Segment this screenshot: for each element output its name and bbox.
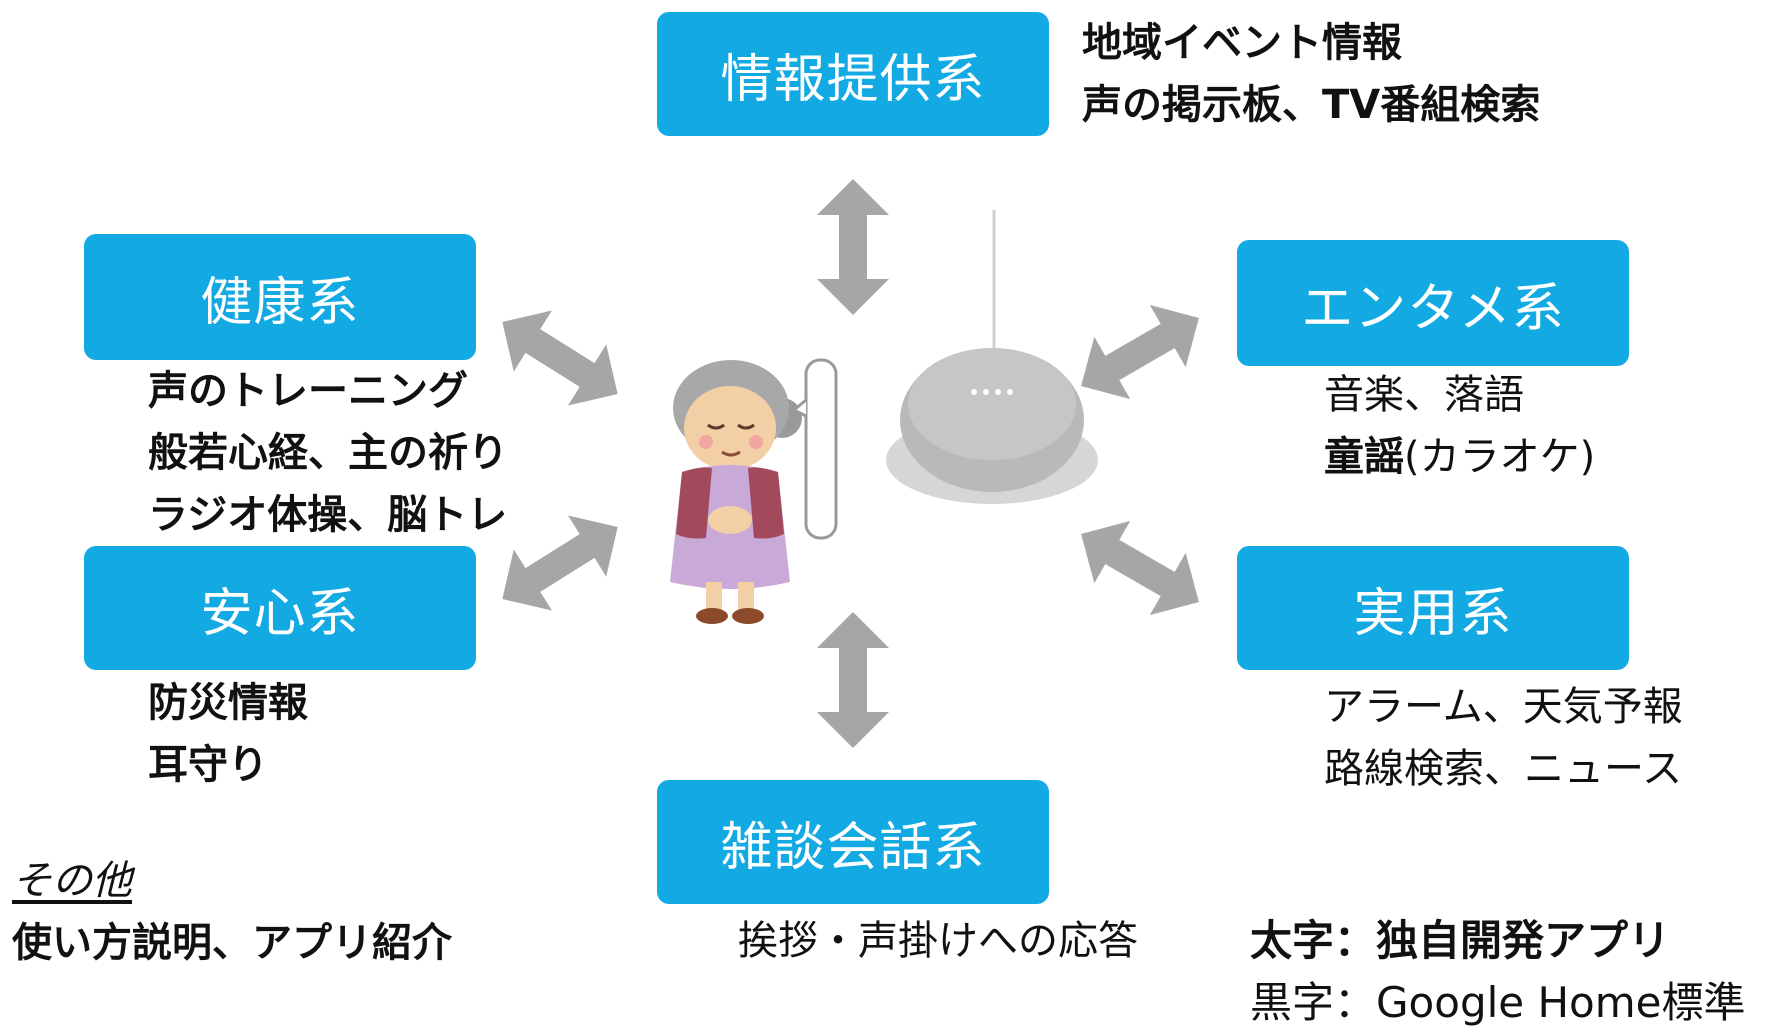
category-chat-label: 雑談会話系 <box>720 817 986 878</box>
legend-bold-line: 太字：独自開発アプリ <box>1250 916 1671 965</box>
health-line-3: ラジオ体操、脳トレ <box>148 492 508 538</box>
info-description: 地域イベント情報 声の掲示板、TV番組検索 <box>1082 12 1540 136</box>
entertainment-line-2-bold: 童謡 <box>1324 434 1404 480</box>
health-line-2: 般若心経、主の祈り <box>148 430 508 476</box>
legend-normal-line: 黒字：Google Home標準 <box>1250 978 1746 1027</box>
category-safety-label: 安心系 <box>200 583 360 644</box>
practical-line-2: 路線検索、ニュース <box>1324 746 1682 792</box>
smart-speaker-illustration <box>886 210 1098 504</box>
arrow-info <box>817 179 889 315</box>
practical-line-1: アラーム、天気予報 <box>1324 684 1683 730</box>
category-info-label: 情報提供系 <box>720 49 986 110</box>
category-health-box: 健康系 <box>84 234 476 360</box>
health-line-1: 声のトレーニング <box>148 368 468 414</box>
category-practical-box: 実用系 <box>1237 546 1629 670</box>
entertainment-description: 音楽、落語 童謡(カラオケ) <box>1324 364 1595 488</box>
category-entertainment-box: エンタメ系 <box>1237 240 1629 366</box>
category-info-box: 情報提供系 <box>657 12 1049 136</box>
entertainment-line-2: 童謡(カラオケ) <box>1324 426 1595 488</box>
entertainment-line-2-normal: (カラオケ) <box>1404 434 1596 480</box>
safety-line-2: 耳守り <box>148 742 268 788</box>
category-entertainment-label: エンタメ系 <box>1301 278 1565 339</box>
category-practical-label: 実用系 <box>1353 583 1513 644</box>
arrow-chat <box>817 612 889 748</box>
category-safety-box: 安心系 <box>84 546 476 670</box>
arrow-safety <box>483 496 637 630</box>
arrow-practical <box>1063 502 1217 634</box>
safety-line-1: 防災情報 <box>148 680 308 726</box>
health-description: 声のトレーニング 般若心経、主の祈り ラジオ体操、脳トレ <box>148 360 508 546</box>
speech-bubble <box>791 358 838 540</box>
other-section: その他 使い方説明、アプリ紹介 <box>12 850 452 974</box>
arrow-entertainment <box>1063 286 1217 418</box>
legend: 太字：独自開発アプリ 黒字：Google Home標準 <box>1250 910 1746 1034</box>
info-line-1: 地域イベント情報 <box>1082 20 1402 66</box>
category-health-label: 健康系 <box>200 272 360 333</box>
chat-description: 挨拶・声掛けへの応答 <box>738 910 1138 972</box>
arrow-health <box>483 291 637 425</box>
entertainment-line-1: 音楽、落語 <box>1324 372 1524 418</box>
category-chat-box: 雑談会話系 <box>657 780 1049 904</box>
chat-line-1: 挨拶・声掛けへの応答 <box>738 918 1138 964</box>
other-text: 使い方説明、アプリ紹介 <box>12 920 452 966</box>
info-line-2: 声の掲示板、TV番組検索 <box>1082 82 1541 128</box>
safety-description: 防災情報 耳守り <box>148 672 308 796</box>
practical-description: アラーム、天気予報 路線検索、ニュース <box>1324 676 1683 800</box>
other-heading: その他 <box>12 858 132 904</box>
elderly-woman-illustration <box>670 360 802 624</box>
